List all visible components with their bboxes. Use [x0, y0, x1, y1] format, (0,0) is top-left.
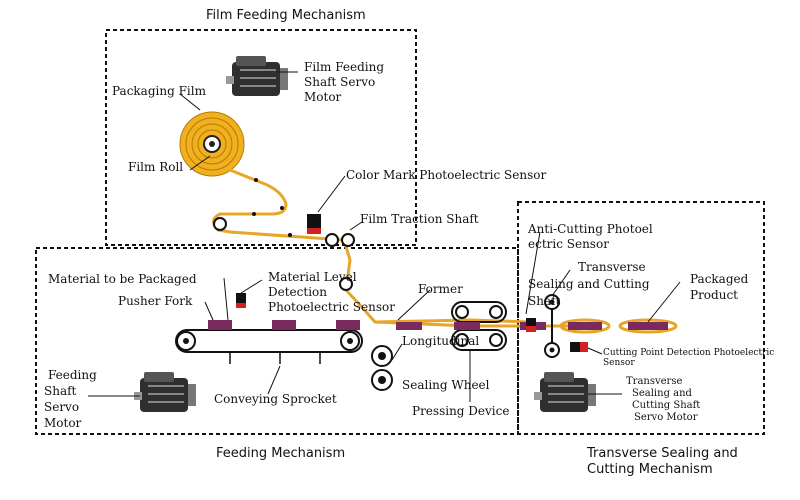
film-servo-label-1: Film Feeding	[304, 60, 384, 74]
longitudinal-label-2: Sealing Wheel	[402, 378, 490, 392]
feeding-servo-label-3: Servo	[44, 400, 80, 414]
level-sensor-label-2: Detection	[268, 285, 327, 299]
transverse-shaft-label-1: Transverse	[578, 260, 646, 274]
former-label: Former	[418, 282, 463, 296]
cutting-point-label: Cutting Point Detection Photoelectric	[603, 348, 775, 358]
material-label: Material to be Packaged	[48, 272, 197, 286]
guide-roller	[213, 217, 227, 231]
film-dot	[252, 212, 256, 216]
longitudinal-label-1: Longitudinal	[402, 334, 480, 348]
conveying-sprocket-label: Conveying Sprocket	[214, 392, 337, 406]
film-dot	[254, 178, 258, 182]
packaged-product	[559, 318, 611, 334]
film-roll-icon	[179, 111, 245, 177]
packaged-product	[618, 318, 678, 334]
film-path	[212, 168, 600, 328]
product-on-conveyor	[272, 320, 296, 330]
feeding-box	[35, 247, 519, 435]
packaged-product-label-2: Product	[690, 288, 738, 302]
cutting-point-label-2: Sensor	[603, 358, 635, 368]
film-roll-label: Film Roll	[128, 160, 184, 174]
level-sensor-label-1: Material Level	[268, 270, 357, 284]
feeding-shaft-motor-icon	[133, 371, 197, 413]
product-in-film	[396, 322, 422, 330]
product-on-conveyor	[336, 320, 360, 330]
film-feeding-motor-icon	[225, 55, 289, 97]
guide-roller	[339, 277, 353, 291]
ts-servo-label-1: Transverse	[626, 376, 683, 387]
feeding-servo-label-2: Shaft	[44, 384, 77, 398]
product-in-film	[454, 322, 480, 330]
transverse-motor-icon	[533, 371, 597, 413]
film-dot	[288, 233, 292, 237]
film-feeding-section-title: Film Feeding Mechanism	[206, 8, 366, 23]
cutting-point-sensor-icon	[570, 342, 588, 352]
film-upper-path	[374, 318, 531, 324]
film-feeding-box	[105, 29, 417, 246]
ts-servo-label-4: Servo Motor	[634, 412, 698, 423]
transverse-box	[517, 201, 765, 435]
transverse-section-title-line2: Cutting Mechanism	[587, 462, 713, 477]
ts-servo-label-2: Sealing and	[632, 388, 692, 399]
product-on-conveyor	[208, 320, 232, 330]
color-mark-sensor-icon	[307, 214, 321, 234]
longitudinal-sealing-wheels	[371, 345, 393, 391]
film-dot	[280, 206, 284, 210]
feeding-servo-label-4: Motor	[44, 416, 82, 430]
transverse-cutter	[544, 294, 560, 358]
level-sensor-label-3: Photoelectric Sensor	[268, 300, 395, 314]
traction-roller	[325, 233, 339, 247]
transverse-shaft-label-2: Sealing and Cutting	[528, 277, 650, 291]
film-traction-label: Film Traction Shaft	[360, 212, 479, 226]
feeding-servo-label-1: Feeding	[48, 368, 97, 382]
anti-cutting-sensor-icon	[526, 318, 536, 332]
anti-cutting-label-2: ectric Sensor	[528, 237, 609, 251]
film-servo-label-3: Motor	[304, 90, 342, 104]
pressing-device-label: Pressing Device	[412, 404, 510, 418]
transverse-shaft-label-3: Shaft	[528, 294, 561, 308]
transverse-section-title-line1: Transverse Sealing and	[587, 446, 738, 461]
color-mark-label: Color Mark Photoelectric Sensor	[346, 168, 547, 182]
film-servo-label-2: Shaft Servo	[304, 75, 376, 89]
conveyor-belt	[175, 329, 363, 364]
traction-roller	[341, 233, 355, 247]
packaging-film-label: Packaging Film	[112, 84, 206, 98]
level-sensor-icon	[236, 293, 246, 308]
anti-cutting-label-1: Anti-Cutting Photoel	[528, 222, 653, 236]
feeding-section-title: Feeding Mechanism	[216, 446, 346, 461]
ts-servo-label-3: Cutting Shaft	[632, 400, 701, 411]
pusher-fork-label: Pusher Fork	[118, 294, 193, 308]
packaged-product-label-1: Packaged	[690, 272, 749, 286]
